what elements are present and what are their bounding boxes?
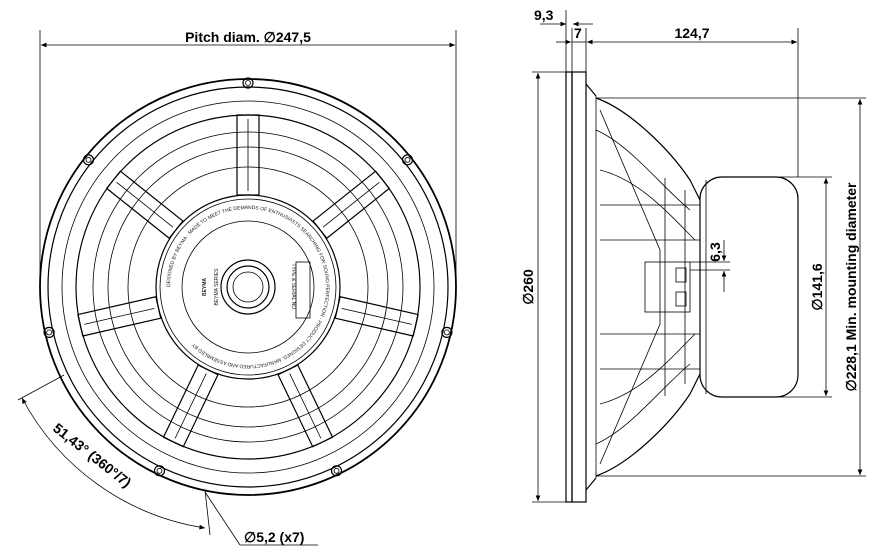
- angle-ext-1: [17, 374, 65, 401]
- angle-dim-arc: [21, 397, 206, 530]
- dust-cap-ring: [159, 198, 337, 376]
- mounting-hole-inner: [443, 329, 450, 336]
- label-type-serial: TYPE & SERIAL NO.: [290, 263, 296, 310]
- hole-leader: [204, 491, 241, 546]
- basket-rib-4: [599, 333, 696, 405]
- basket-lower: [595, 373, 701, 477]
- side-view: 9,3 7 124,7 ∅260 ∅141,6 6,3 ∅228,1 Min. …: [520, 7, 866, 503]
- front-view: DESIGNED BY BEYMA · MADE TO MEET THE DEM…: [17, 29, 457, 546]
- dim-124-7: 124,7: [674, 25, 709, 41]
- mounting-hole-inner: [245, 80, 251, 86]
- frame-rim-ring: [47, 86, 449, 488]
- mounting-hole: [242, 77, 254, 89]
- basket-rib-1: [595, 129, 691, 211]
- cone-profile: [599, 109, 661, 465]
- basket-rib-3: [599, 169, 696, 241]
- magnet: [699, 176, 799, 398]
- dust-cap-outer: [155, 194, 341, 380]
- center-hub-inner: [226, 265, 270, 309]
- mounting-hole-inner: [85, 156, 92, 163]
- terminal-top: [675, 267, 687, 283]
- dim-228-1: ∅228,1 Min. mounting diameter: [843, 182, 859, 392]
- dim-9-3: 9,3: [534, 7, 554, 23]
- frame-inner-ring: [61, 100, 435, 474]
- hole-label: ∅5,2 (x7): [244, 529, 304, 545]
- spoke-centerline: [341, 307, 412, 325]
- spoke-centerline: [289, 373, 322, 439]
- flange-lip-top: [585, 83, 597, 97]
- mounting-hole: [330, 465, 343, 477]
- front-flange: [571, 71, 587, 503]
- mounting-hole: [43, 326, 55, 338]
- dim-260: ∅260: [520, 269, 536, 305]
- dim-141-6: ∅141,6: [809, 263, 825, 310]
- label-ring: [181, 220, 315, 354]
- spider-ring: [127, 166, 369, 408]
- pitch-diameter-label: Pitch diam. ∅247,5: [185, 29, 311, 45]
- spoke-centerline: [174, 373, 207, 439]
- basket-upper: [595, 97, 701, 201]
- dim-7: 7: [574, 25, 582, 41]
- center-hub-core: [232, 271, 264, 303]
- terminal-bottom: [675, 291, 687, 307]
- angle-label: 51,43° (360°/7): [50, 420, 134, 491]
- center-hub-outer: [220, 259, 276, 315]
- terminal-block: [644, 261, 691, 313]
- label-brand: BEYMA: [202, 278, 208, 296]
- spoke-centerline: [116, 181, 174, 228]
- label-outer-text: DESIGNED BY BEYMA · MADE TO MEET THE DEM…: [166, 205, 330, 369]
- basket-spokes: [77, 114, 419, 448]
- mounting-hole: [82, 154, 95, 166]
- mounting-hole-inner: [156, 467, 163, 474]
- flange-lip-bottom: [585, 477, 597, 491]
- mounting-hole-inner: [333, 467, 340, 474]
- label-series: BEYMA SERIES: [214, 268, 220, 306]
- spoke-centerline: [84, 307, 155, 325]
- mounting-hole: [441, 326, 453, 338]
- mounting-hole-inner: [46, 329, 53, 336]
- front-gasket: [565, 71, 573, 503]
- mounting-hole: [401, 154, 414, 166]
- serial-box: [295, 261, 311, 319]
- mounting-hole-inner: [404, 156, 411, 163]
- dim-6-3: 6,3: [707, 242, 723, 262]
- angle-ext-2: [204, 489, 211, 536]
- basket-rib-2: [595, 363, 691, 445]
- spoke-centerline: [322, 181, 380, 228]
